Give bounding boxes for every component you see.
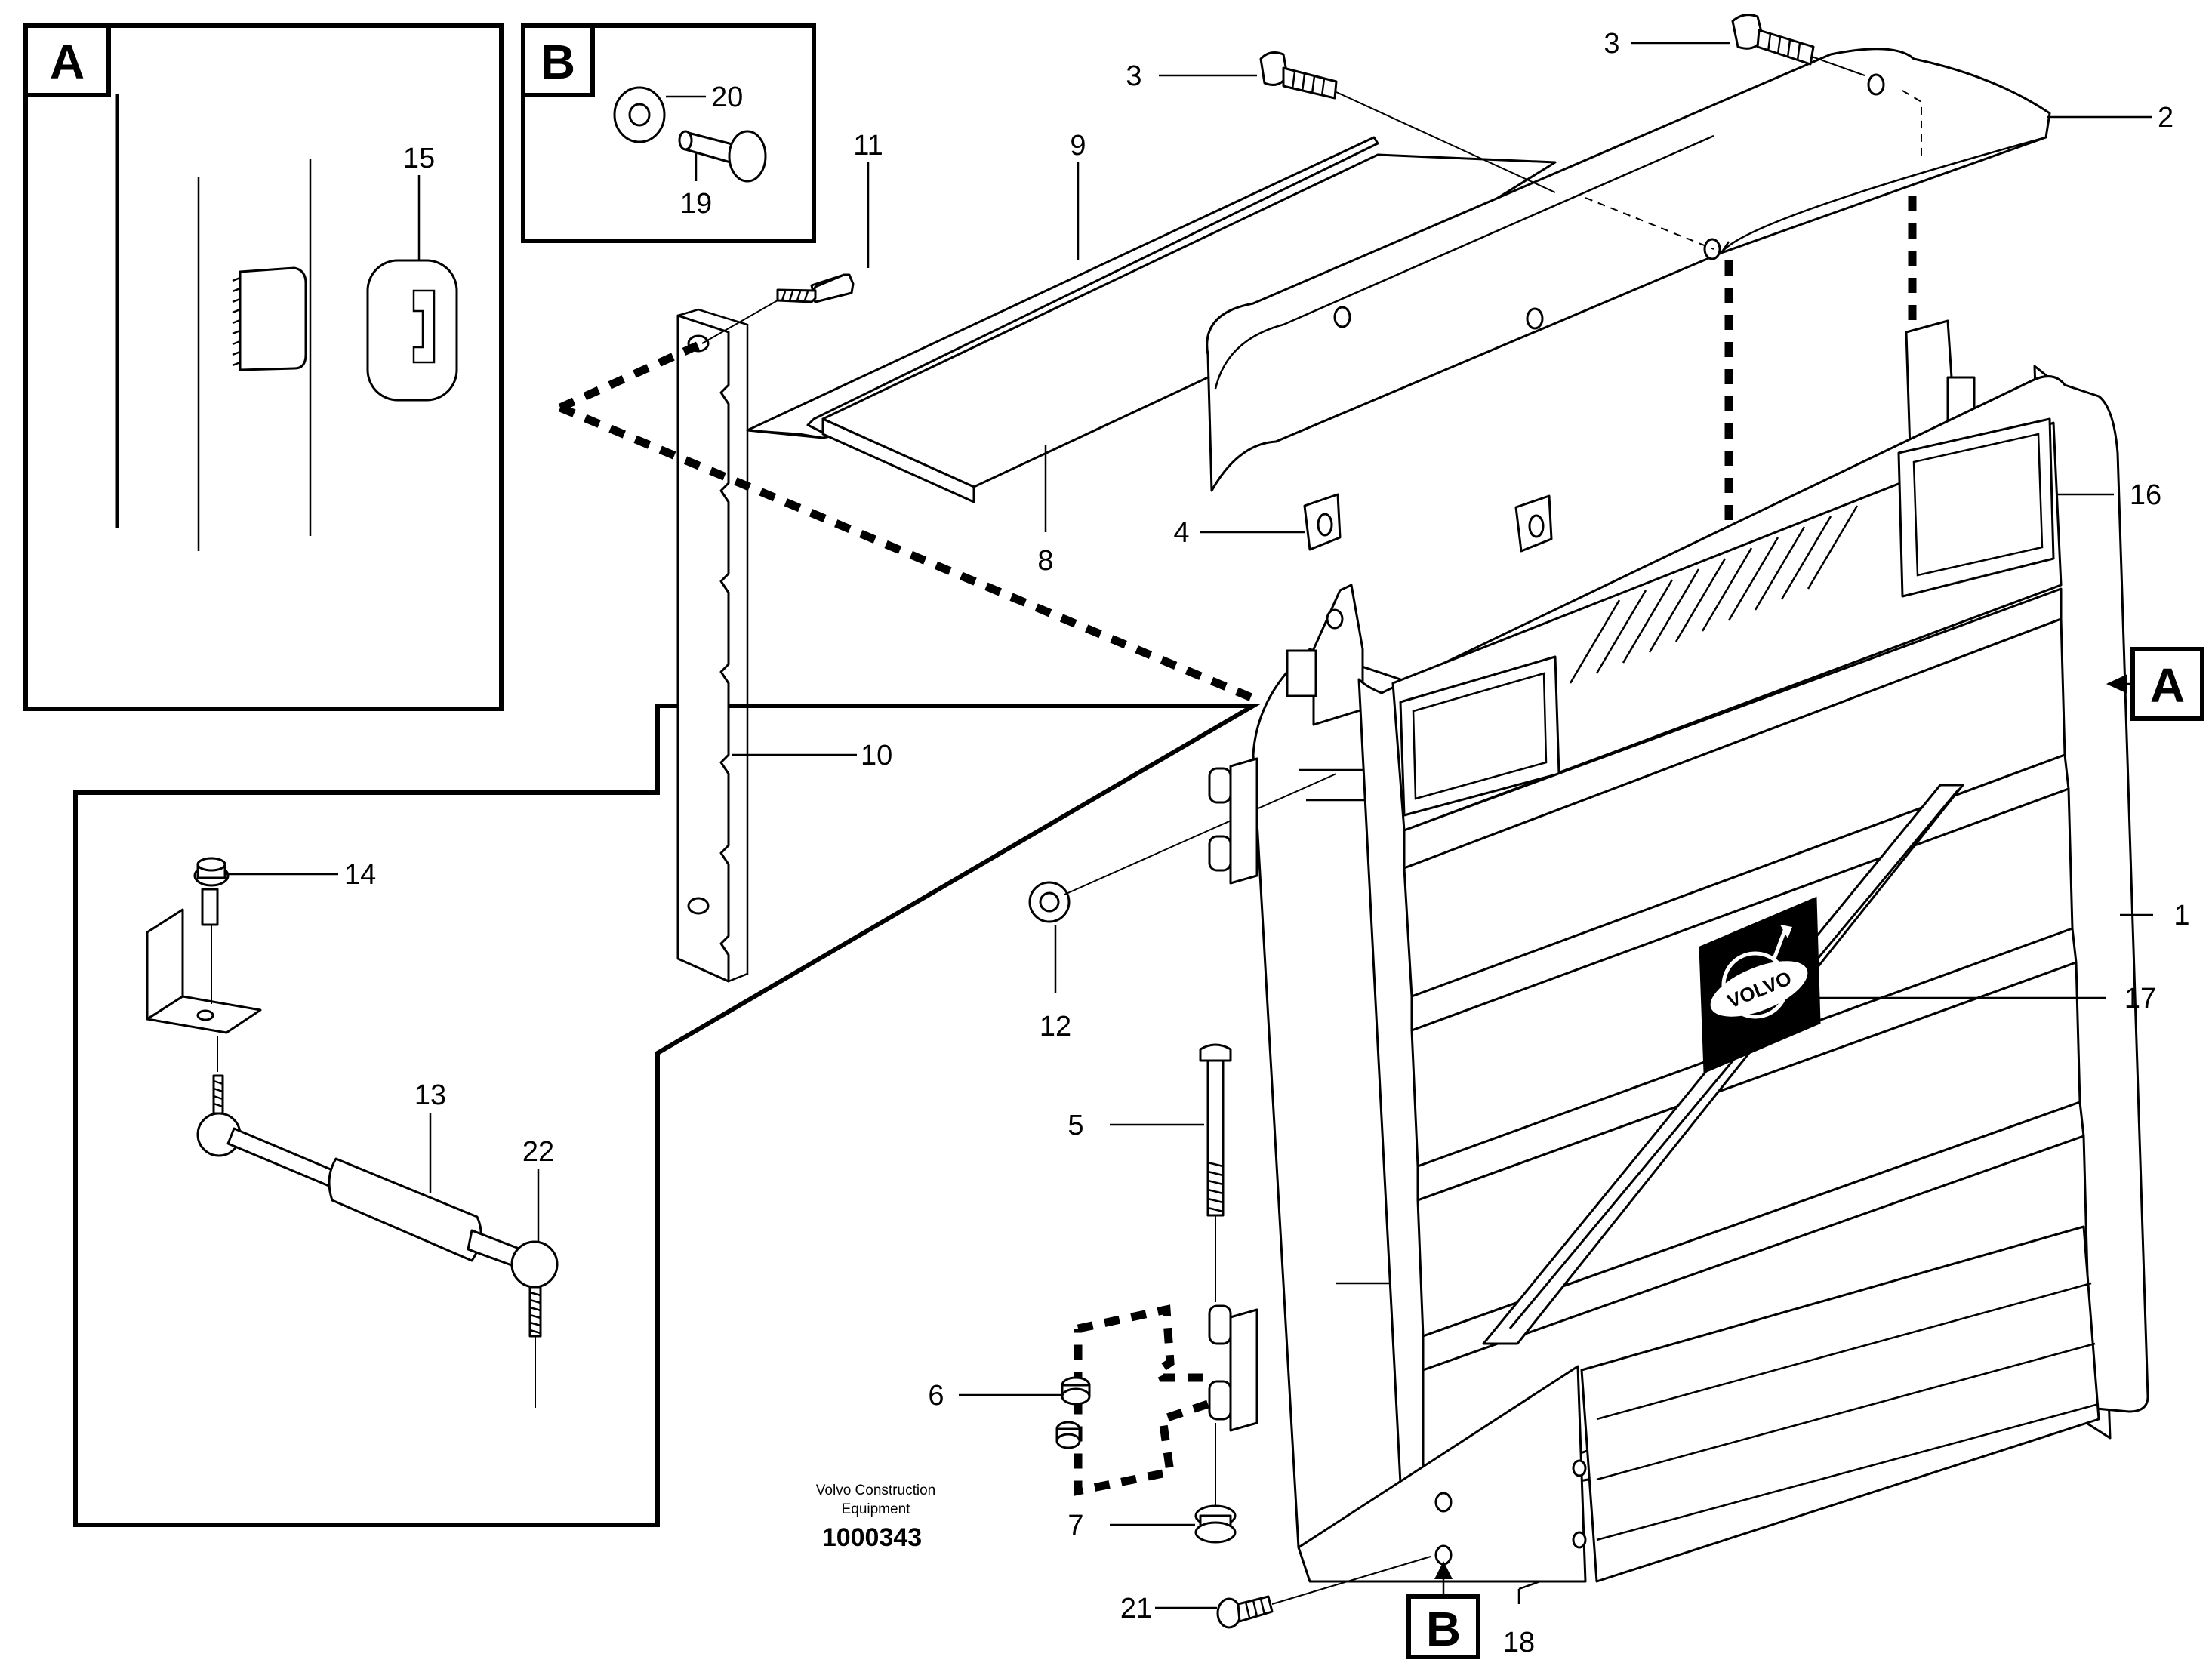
flange-nut-part-12 — [1028, 881, 1071, 923]
flange-bolt-part-3-right — [1731, 14, 1815, 66]
assembly-axis-line — [1811, 56, 1865, 76]
washer-part-20 — [613, 86, 666, 143]
lower-hinge — [1208, 1304, 1258, 1432]
callout-12: 12 — [1040, 1011, 1071, 1042]
flange-bolt-part-3-left — [1259, 51, 1338, 100]
callout-8: 8 — [1037, 545, 1053, 577]
callout-3-right: 3 — [1604, 28, 1619, 60]
gas-strut-inset: 14 13 22 — [73, 704, 1262, 1527]
leader-18b — [1518, 1580, 1541, 1590]
callout-2: 2 — [2158, 102, 2173, 134]
callout-15: 15 — [403, 143, 435, 174]
callout-16: 16 — [2130, 479, 2161, 511]
view-b-pointer-label: B — [1426, 1602, 1461, 1656]
callout-13: 13 — [414, 1079, 446, 1111]
callout-11: 11 — [853, 130, 883, 162]
clip-part-4-second — [1514, 494, 1553, 553]
view-a-pointer: A — [2106, 647, 2204, 721]
assembly-axis-line — [1271, 1556, 1431, 1605]
callout-21: 21 — [1120, 1593, 1152, 1624]
callout-18: 18 — [1503, 1627, 1535, 1658]
callout-10: 10 — [861, 740, 892, 771]
assembly-guide-thin-dashed — [1585, 90, 1922, 250]
flange-bolt-part-14 — [193, 857, 230, 926]
volvo-badge-part-17: VOLVO — [1699, 896, 1821, 1074]
callout-22: 22 — [522, 1136, 554, 1168]
rubber-buffer-part-15 — [366, 259, 458, 402]
flange-nut-part-7 — [1194, 1504, 1237, 1544]
drawing-number: 1000343 — [822, 1523, 922, 1552]
detail-b-label: B — [541, 35, 575, 89]
callout-14: 14 — [344, 859, 376, 891]
hinge-bracket-part-10 — [676, 308, 749, 983]
top-cover-part-2 — [1206, 48, 2051, 492]
flange-bolt-part-11 — [776, 273, 855, 303]
clip-part-4 — [1303, 493, 1342, 551]
callout-5: 5 — [1067, 1110, 1083, 1141]
callout-9: 9 — [1070, 130, 1086, 162]
view-a-pointer-label: A — [2150, 658, 2185, 713]
assembly-axis-line — [701, 300, 778, 344]
assembly-axis-line — [1336, 91, 1556, 193]
detail-a-tag — [23, 23, 111, 97]
gas-strut-part-13 — [196, 1074, 559, 1338]
detail-a-label: A — [50, 35, 85, 89]
assembly-guide-dashed — [558, 403, 1255, 703]
callout-17: 17 — [2124, 983, 2156, 1015]
bolt-part-5 — [1199, 1043, 1232, 1217]
upper-hinge — [1208, 757, 1258, 885]
seal-strip-part-9 — [746, 136, 1379, 439]
callout-19: 19 — [680, 188, 712, 220]
grille-clip-small — [232, 266, 307, 371]
callout-6: 6 — [928, 1380, 944, 1412]
callout-1: 1 — [2173, 900, 2189, 931]
hinge-dashed-outline — [1074, 1304, 1209, 1496]
assembly-axis-line — [1064, 773, 1337, 895]
view-b-pointer: B — [1406, 1561, 1480, 1659]
angle-bracket — [146, 908, 262, 1034]
callout-4: 4 — [1173, 517, 1189, 549]
detail-b-inset: B 20 19 — [521, 23, 816, 243]
detail-a-inset: A 15 — [23, 23, 504, 711]
cover-panel-part-8 — [821, 153, 1557, 503]
credit-line-1: Volvo Construction — [816, 1483, 935, 1498]
callout-7: 7 — [1067, 1510, 1083, 1541]
callout-3-left: 3 — [1126, 60, 1141, 92]
nut-part-6 — [1055, 1376, 1091, 1449]
detail-b-tag — [521, 23, 595, 97]
gas-strut-inset-frame — [73, 704, 1262, 1527]
pin-part-19 — [678, 130, 767, 183]
credit-line-2: Equipment — [842, 1501, 911, 1517]
callout-20: 20 — [711, 82, 743, 113]
screw-part-21 — [1216, 1595, 1274, 1629]
